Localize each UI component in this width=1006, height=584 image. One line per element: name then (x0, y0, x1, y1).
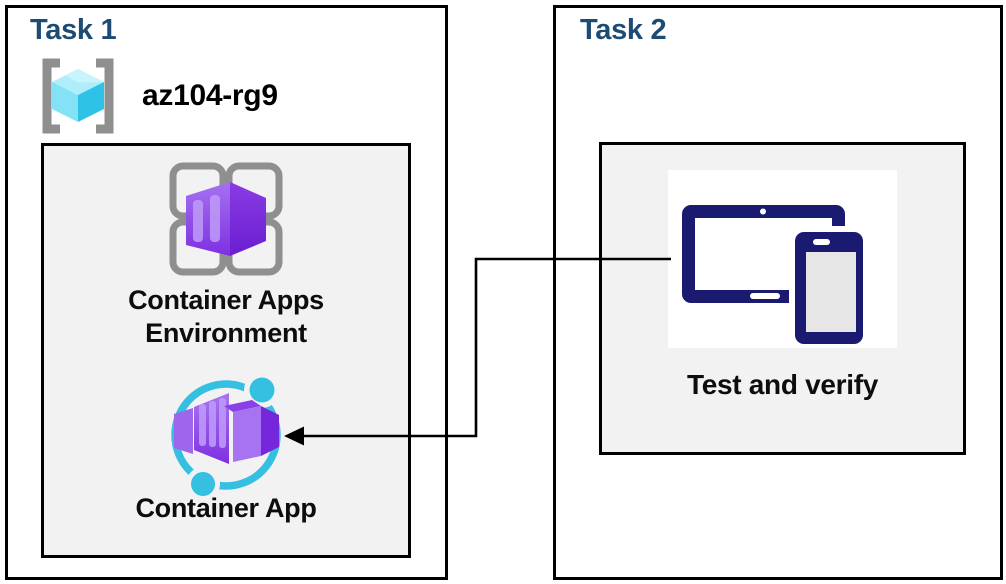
task1-panel: Task 1 az104-rg9 (5, 5, 448, 580)
resource-group-name: az104-rg9 (142, 79, 278, 112)
tablet-phone-icon (668, 170, 897, 348)
test-and-verify-label: Test and verify (686, 369, 879, 400)
task2-panel: Task 2 Test and verify (553, 5, 1003, 580)
node-container-app: Container App (44, 372, 408, 525)
resource-group: az104-rg9 (30, 56, 278, 136)
container-apps-environment-icon (169, 162, 283, 276)
node-container-apps-environment: Container Apps Environment (44, 156, 408, 350)
task2-verify-panel: Test and verify (599, 142, 966, 455)
container-app-icon (171, 372, 281, 501)
test-and-verify-node (668, 170, 897, 348)
container-apps-environment-label: Container Apps Environment (128, 285, 324, 348)
resource-group-icon (42, 58, 114, 134)
container-app-label: Container App (135, 493, 317, 523)
task1-resources-panel: Container Apps Environment (41, 143, 411, 558)
task1-title: Task 1 (30, 14, 117, 46)
task2-title: Task 2 (580, 14, 667, 46)
